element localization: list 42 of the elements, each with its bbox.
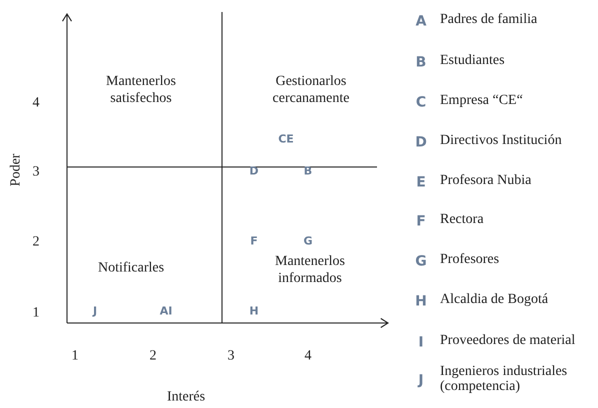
key-letter: D bbox=[415, 134, 427, 152]
quadrant-label: Gestionarlos cercanamente bbox=[272, 73, 350, 107]
point-label: CE bbox=[278, 132, 294, 148]
key-letter: I bbox=[418, 334, 424, 352]
quadrant-label: Mantenerlos satisfechos bbox=[105, 73, 177, 107]
key-description: Estudiantes bbox=[440, 53, 506, 68]
key-description: Empresa “CE“ bbox=[440, 93, 524, 108]
quadrant-label: Notificarles bbox=[96, 260, 166, 276]
key-letter: J bbox=[418, 372, 424, 390]
key-letter: F bbox=[416, 214, 426, 230]
key-letter: G bbox=[415, 254, 427, 270]
point-label: F bbox=[250, 234, 258, 250]
tick-label: 1 bbox=[32, 304, 40, 322]
key-letter: B bbox=[416, 54, 426, 72]
key-description: Ingenieros industriales (competencia) bbox=[440, 364, 568, 394]
key-description: Padres de familia bbox=[440, 12, 538, 27]
point-label: B bbox=[304, 164, 312, 180]
point-label: H bbox=[249, 304, 259, 320]
key-description: Rectora bbox=[440, 212, 485, 227]
point-label: J bbox=[92, 304, 98, 320]
tick-label: 1 bbox=[72, 348, 78, 364]
point-label: AI bbox=[160, 304, 172, 320]
tick-label: 3 bbox=[228, 348, 234, 364]
key-description: Directivos Institución bbox=[440, 133, 563, 148]
key-letter: H bbox=[415, 294, 427, 310]
point-label: G bbox=[303, 234, 313, 250]
tick-label: 4 bbox=[32, 94, 40, 112]
key-description: Proveedores de material bbox=[440, 333, 576, 348]
key-description: Profesores bbox=[440, 252, 500, 267]
key-description: Profesora Nubia bbox=[440, 173, 532, 188]
quadrant-label: Mantenerlos informados bbox=[274, 253, 346, 287]
tick-label: 4 bbox=[304, 348, 312, 364]
key-letter: A bbox=[416, 14, 426, 30]
key-letter: C bbox=[416, 94, 426, 112]
axis-title: Interés bbox=[166, 388, 206, 406]
tick-label: 3 bbox=[32, 164, 40, 180]
point-label: D bbox=[249, 164, 259, 180]
tick-label: 2 bbox=[150, 348, 156, 364]
axis-title: Poder bbox=[8, 154, 24, 186]
key-letter: E bbox=[416, 174, 426, 192]
tick-label: 2 bbox=[32, 234, 40, 250]
key-description: Alcaldia de Bogotá bbox=[440, 292, 550, 307]
